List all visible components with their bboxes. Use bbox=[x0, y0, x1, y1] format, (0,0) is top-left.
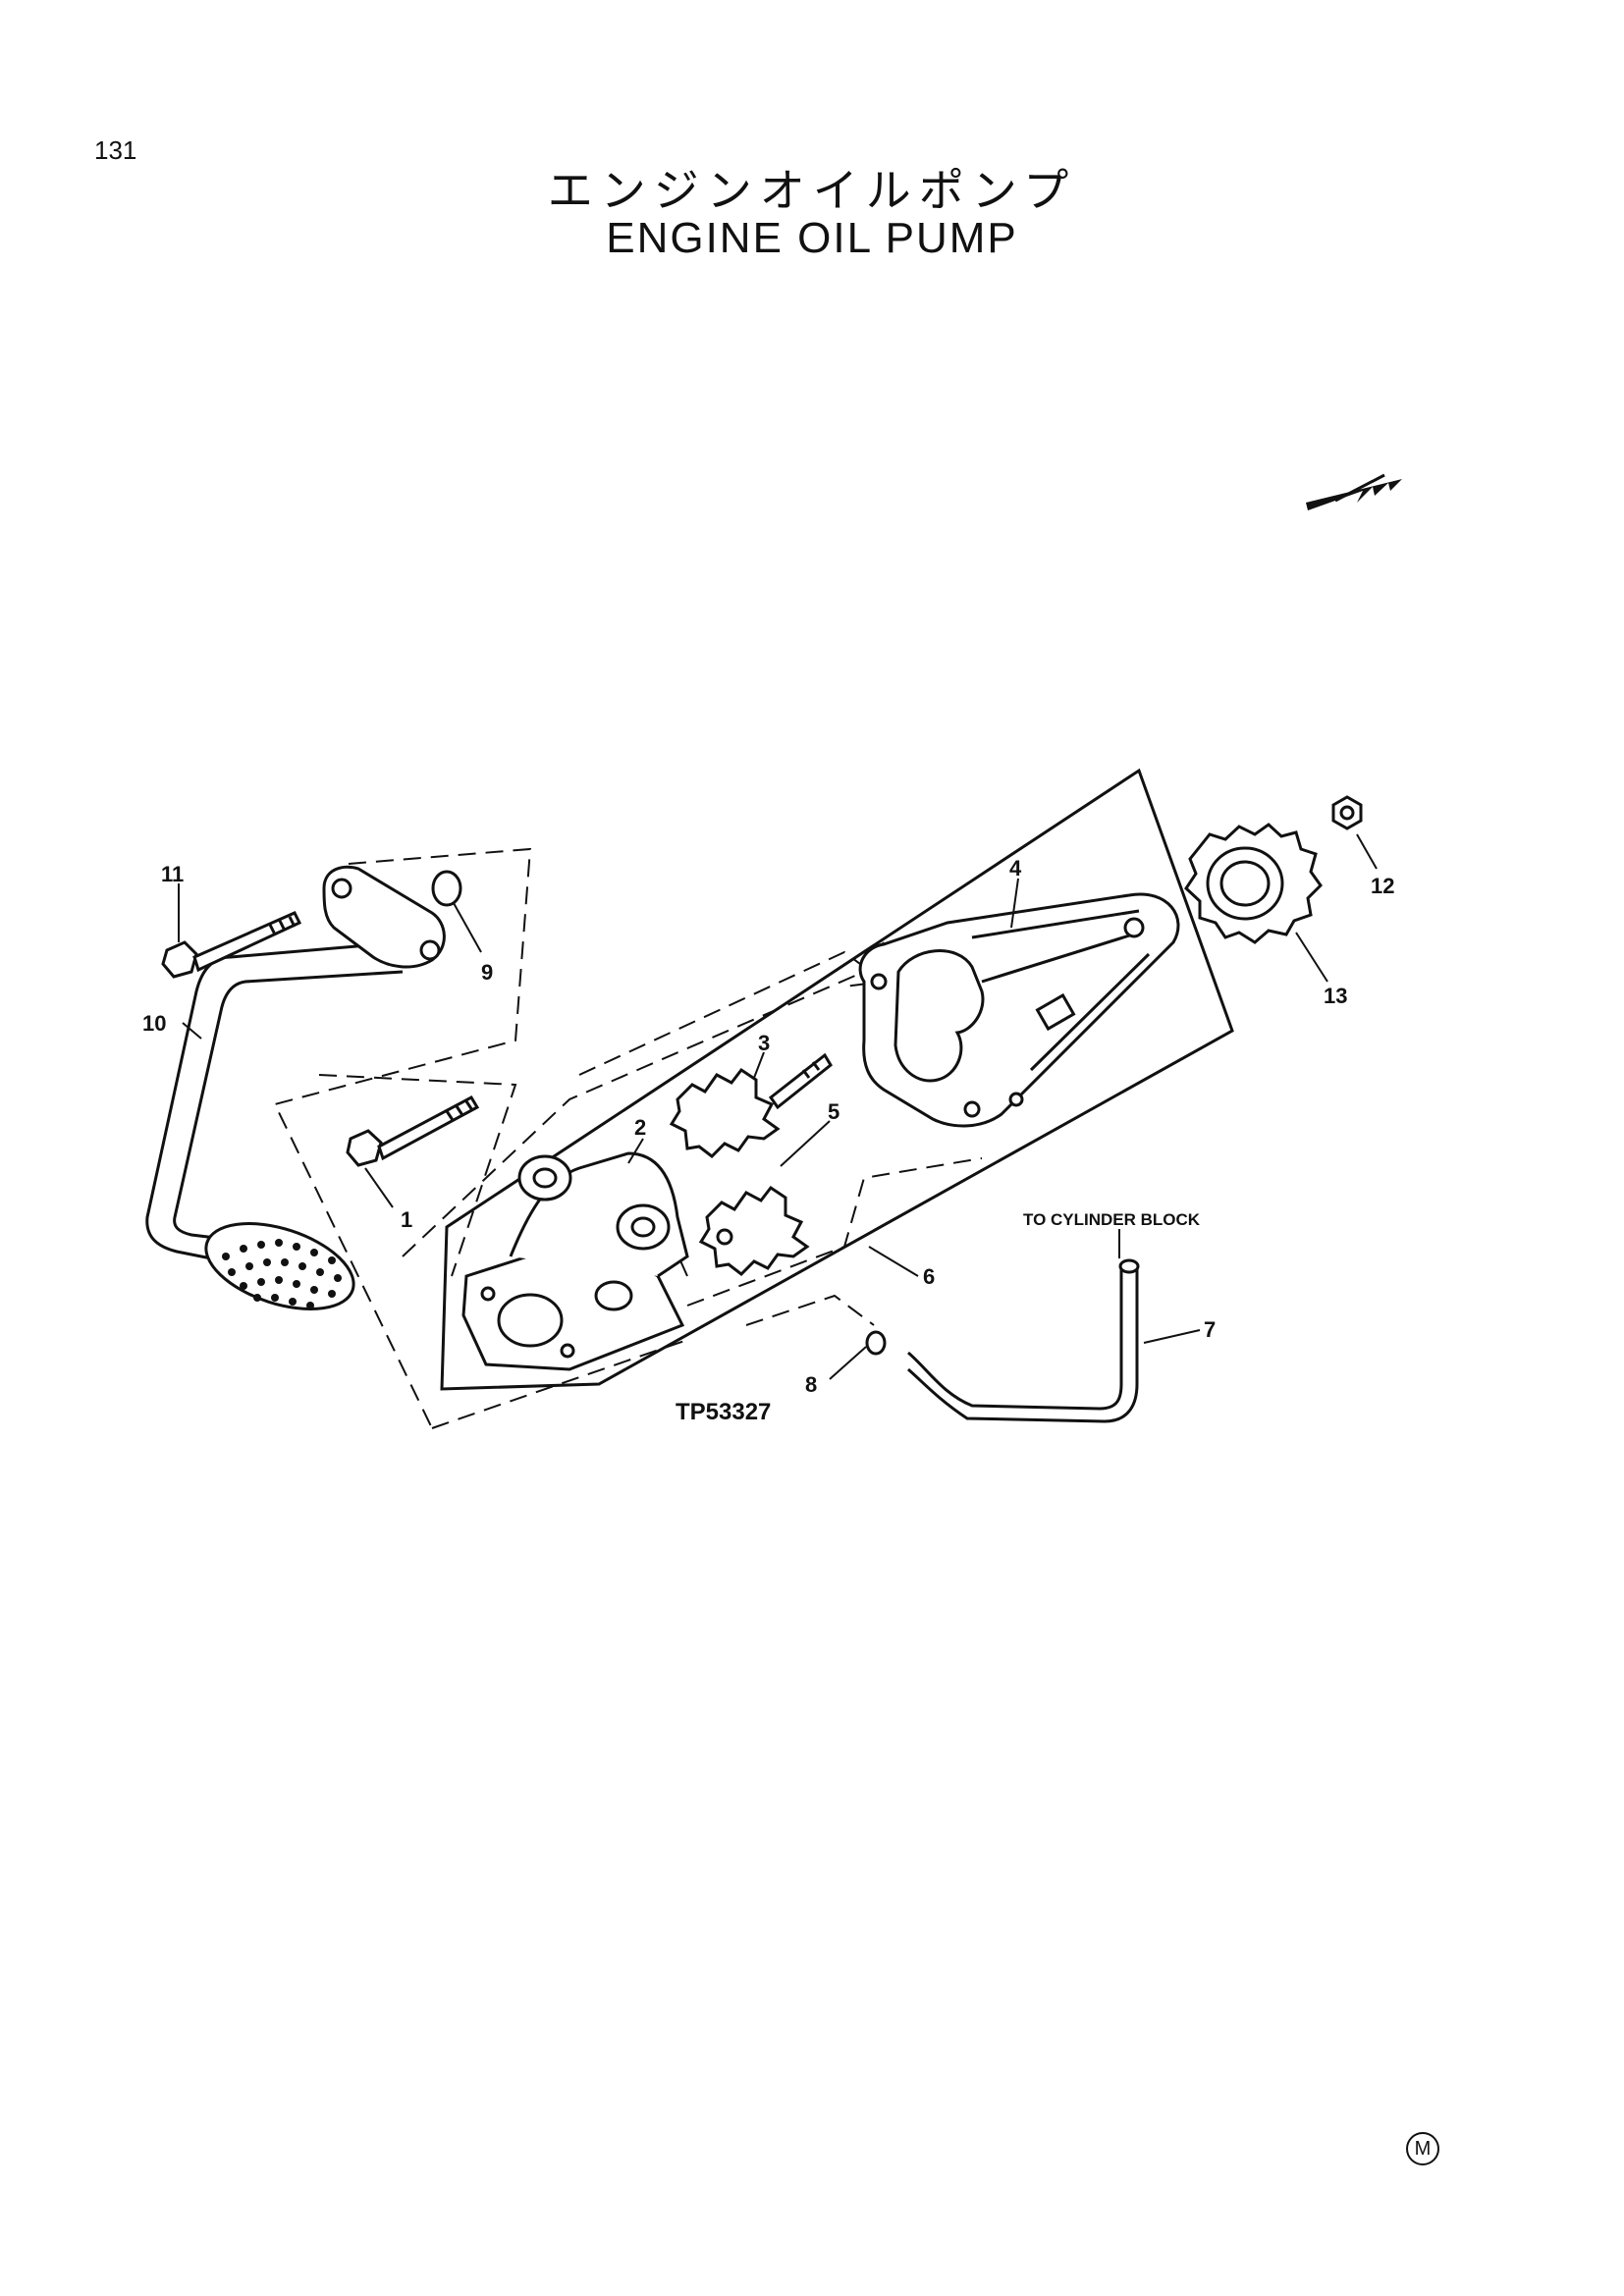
bolt-icon bbox=[161, 911, 302, 979]
bolt-icon bbox=[346, 1095, 480, 1167]
figure-id: TP53327 bbox=[676, 1399, 771, 1425]
callout-4: 4 bbox=[1009, 856, 1022, 881]
orientation-arrow-icon bbox=[1306, 473, 1402, 510]
drive-gear-13-icon bbox=[1184, 823, 1323, 944]
callout-1: 1 bbox=[401, 1207, 412, 1232]
callout-leader-lines bbox=[178, 833, 1378, 1380]
nut-icon bbox=[1331, 795, 1363, 830]
to-cylinder-block-note: TO CYLINDER BLOCK bbox=[1023, 1210, 1201, 1229]
oil-tube-icon bbox=[907, 1258, 1140, 1423]
callout-3: 3 bbox=[758, 1031, 770, 1055]
callout-10: 10 bbox=[142, 1011, 166, 1036]
callout-5: 5 bbox=[828, 1099, 839, 1124]
o-ring-icon bbox=[431, 870, 462, 907]
pump-cover bbox=[858, 892, 1180, 1128]
driven-gear-icon bbox=[698, 1185, 810, 1276]
callout-11: 11 bbox=[161, 862, 184, 886]
callout-8: 8 bbox=[805, 1372, 817, 1397]
callout-6: 6 bbox=[923, 1264, 935, 1289]
tube-flange bbox=[322, 865, 446, 969]
callout-2: 2 bbox=[634, 1115, 646, 1140]
o-ring-8-icon bbox=[865, 1330, 887, 1356]
assembly-outline bbox=[440, 768, 1234, 1391]
pump-body bbox=[461, 1151, 689, 1371]
callout-9: 9 bbox=[481, 960, 493, 985]
callout-7: 7 bbox=[1204, 1317, 1216, 1342]
callout-12: 12 bbox=[1371, 874, 1394, 898]
drive-gear-icon bbox=[669, 1052, 833, 1158]
callout-13: 13 bbox=[1324, 984, 1347, 1008]
page-title-japanese: エンジンオイルポンプ bbox=[547, 164, 1077, 217]
page-number: 131 bbox=[94, 135, 137, 165]
m-mark-icon: M bbox=[1406, 2132, 1439, 2165]
page-title: ENGINE OIL PUMP bbox=[606, 214, 1018, 262]
